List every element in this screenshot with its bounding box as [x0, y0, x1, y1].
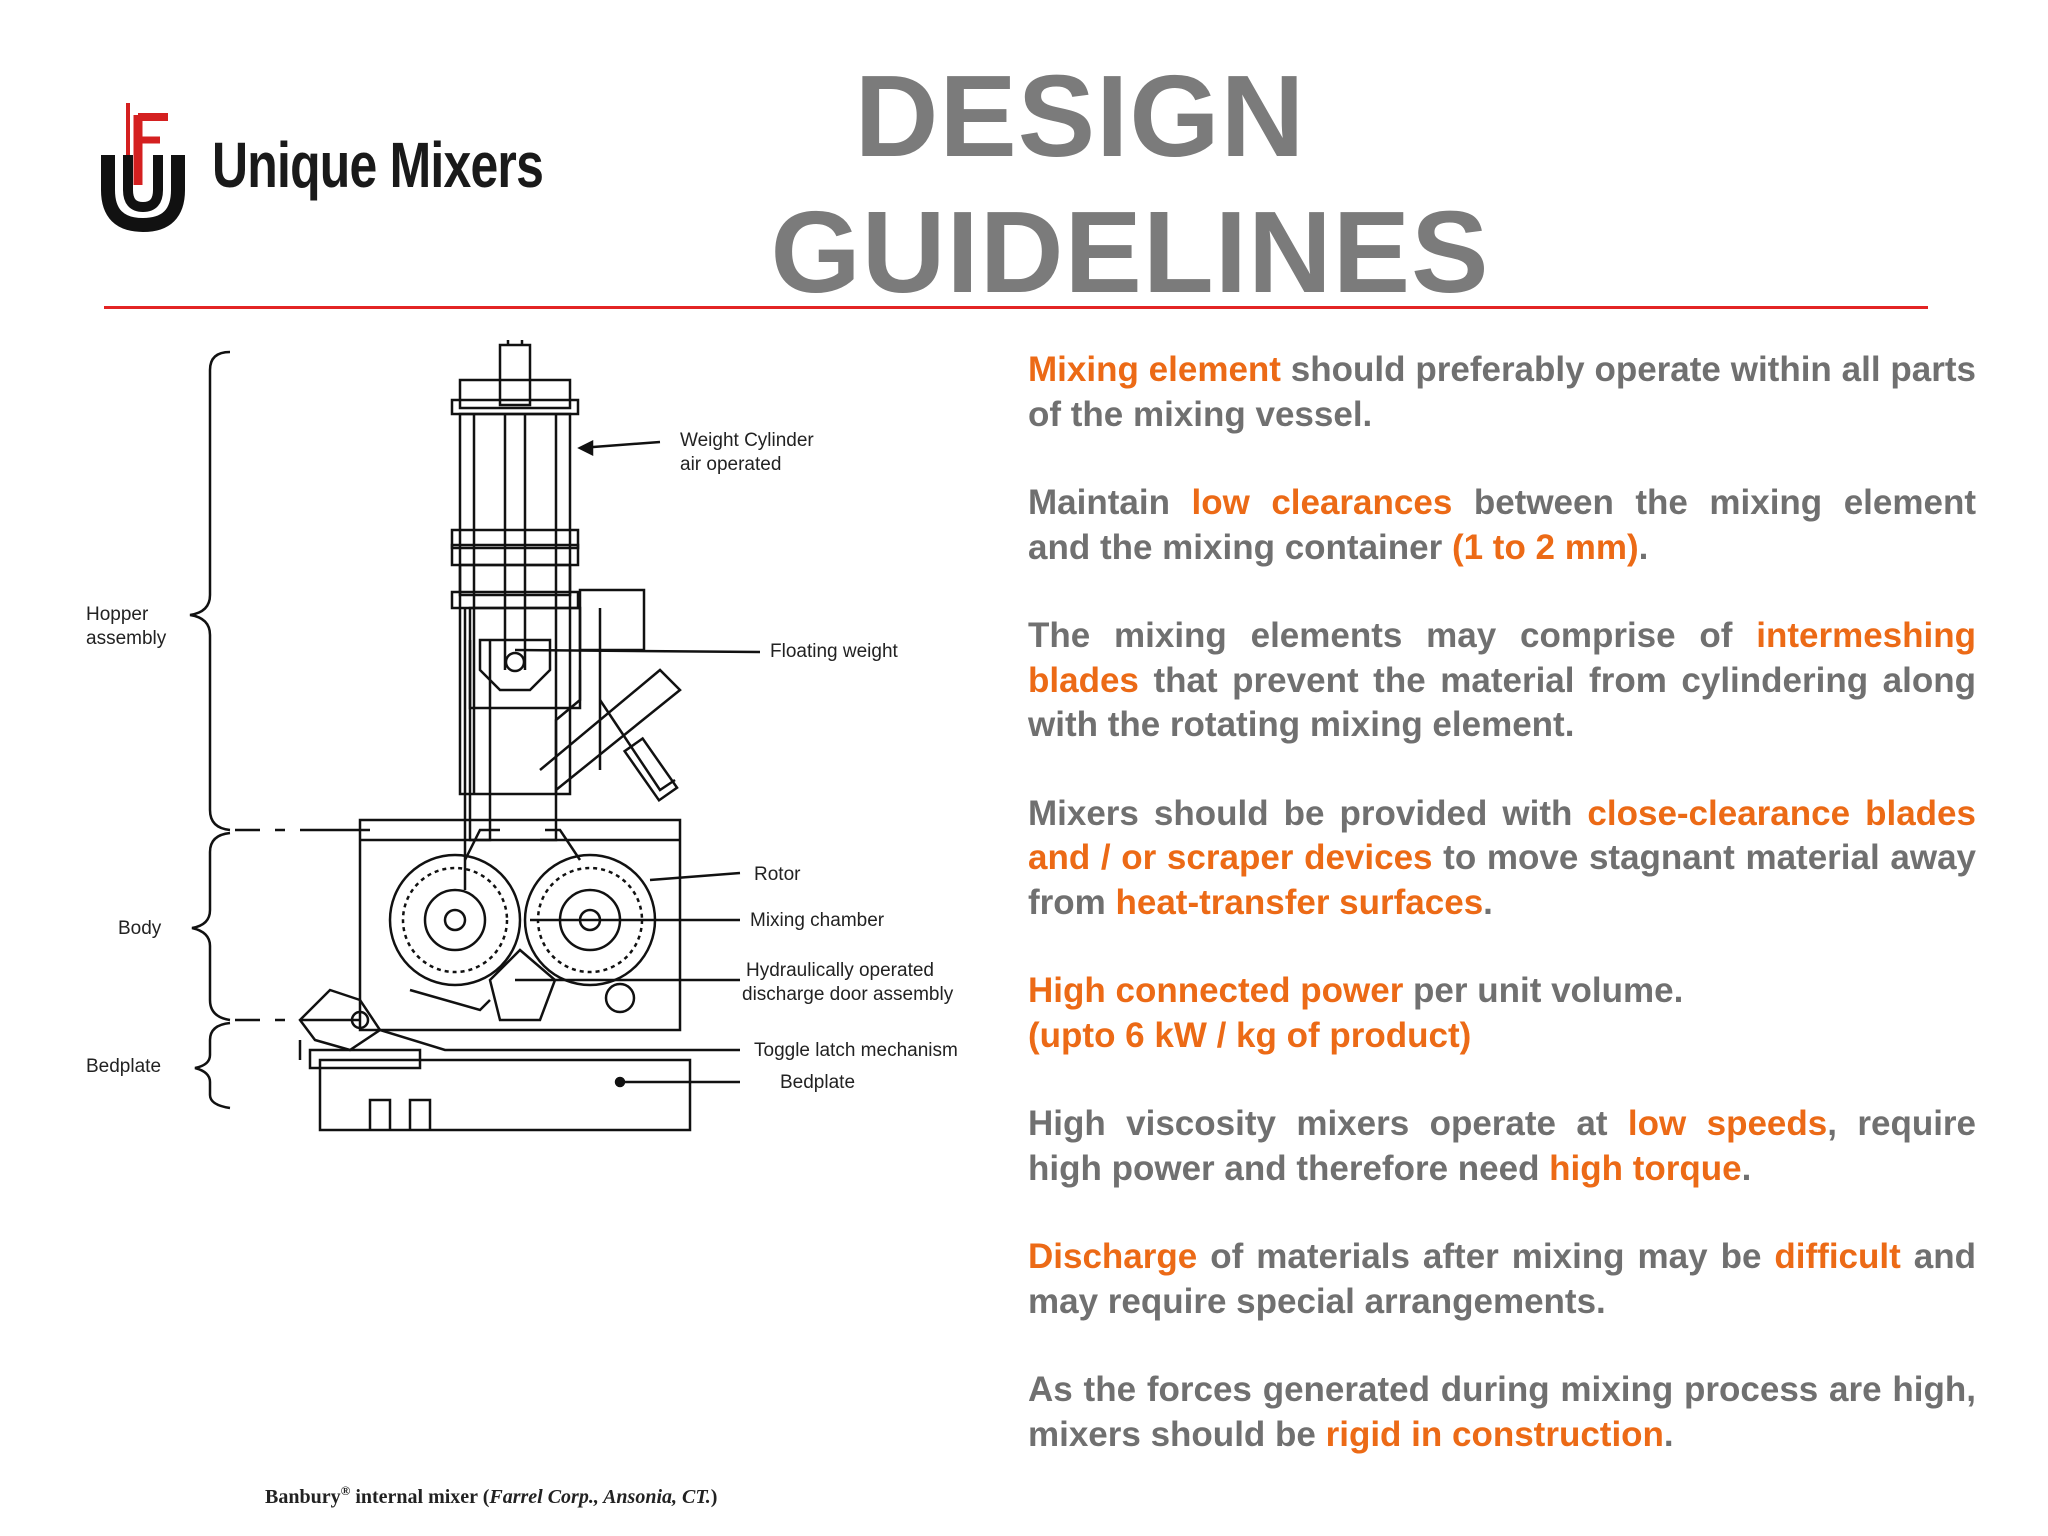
title-line-1: DESIGN: [854, 51, 1306, 181]
label-bedplate-right: Bedplate: [780, 1072, 855, 1093]
body-text: and may require special arrangements.: [1028, 1237, 1976, 1321]
guideline-8: As the forces generated during mixing pr…: [1028, 1368, 1976, 1457]
logo-text: Unique Mixers: [212, 129, 544, 201]
title-line-2: GUIDELINES: [770, 187, 1490, 317]
guideline-3: The mixing elements may comprise of inte…: [1028, 614, 1976, 748]
highlight-text: close-clearance blades and / or scraper …: [1028, 793, 1976, 878]
label-mixing-chamber: Mixing chamber: [750, 910, 885, 931]
body-text: As the forces generated during mixing pr…: [1028, 1370, 1976, 1454]
label-hopper-1: Hopper: [86, 604, 149, 625]
label-weight-cylinder-2: air operated: [680, 454, 781, 475]
label-hydraulic-2: discharge door assembly: [742, 984, 954, 1005]
body-brace: [191, 831, 231, 1022]
guideline-1: Mixing element should preferably operate…: [1028, 348, 1976, 437]
highlight-text: high torque: [1549, 1148, 1742, 1188]
unique-mixers-logo-icon: [101, 103, 185, 233]
guideline-2: Maintain low clearances between the mixi…: [1028, 481, 1976, 570]
body-text: to move stagnant material away from: [1028, 838, 1976, 922]
highlight-text: low speeds: [1627, 1104, 1828, 1143]
highlight-text: rigid in construction: [1325, 1414, 1664, 1454]
label-toggle-latch: Toggle latch mechanism: [754, 1040, 958, 1061]
body-text: of materials after mixing may be: [1197, 1237, 1775, 1276]
body-text: High viscosity mixers operate at: [1028, 1104, 1628, 1143]
diagram-caption: Banbury® internal mixer (Farrel Corp., A…: [265, 1483, 717, 1508]
body-text: .: [1638, 527, 1649, 567]
label-hopper-2: assembly: [86, 628, 167, 649]
highlight-text: low clearances: [1191, 483, 1453, 522]
label-floating-weight: Floating weight: [770, 641, 899, 662]
highlight-text: High connected power: [1028, 971, 1404, 1010]
body-text: that prevent the material from cylinderi…: [1028, 660, 1976, 745]
bedplate-brace: [194, 1021, 231, 1110]
label-weight-cylinder-1: Weight Cylinder: [680, 430, 814, 451]
body-text: between the mixing element and the mixin…: [1028, 483, 1976, 567]
guideline-4: Mixers should be provided with close-cle…: [1028, 792, 1976, 926]
banbury-mixer-diagram: Weight Cylinder air operated Hopper asse…: [86, 340, 958, 1508]
page-title: DESIGN GUIDELINES: [700, 48, 1600, 320]
highlight-text: intermeshing blades: [1028, 616, 1976, 700]
body-text: The mixing elements may comprise of: [1028, 616, 1757, 655]
highlight-text: (1 to 2 mm): [1451, 527, 1639, 567]
body-text: .: [1741, 1148, 1752, 1188]
guideline-6: High viscosity mixers operate at low spe…: [1028, 1102, 1976, 1191]
guideline-5: High connected power per unit volume. (u…: [1028, 969, 1976, 1058]
highlight-text: difficult: [1774, 1237, 1901, 1276]
body-text: should preferably operate within all par…: [1028, 350, 1976, 434]
body-text: Maintain: [1028, 483, 1192, 522]
label-hydraulic-1: Hydraulically operated: [746, 960, 934, 981]
highlight-text: Mixing element: [1028, 350, 1281, 389]
body-text: per unit volume.: [1403, 971, 1684, 1010]
highlight-text: Discharge: [1028, 1237, 1198, 1276]
title-divider: [104, 306, 1928, 309]
body-text: Mixers should be provided with: [1028, 793, 1588, 833]
body-text: .: [1483, 882, 1493, 922]
highlight-text: heat-transfer surfaces: [1115, 882, 1484, 922]
label-rotor: Rotor: [754, 864, 801, 885]
hopper-brace: [189, 350, 231, 832]
company-logo: Unique Mixers: [88, 80, 608, 250]
guidelines-list: Mixing element should preferably operate…: [1028, 348, 1976, 1501]
body-text: , require high power and therefore need: [1028, 1104, 1977, 1188]
label-bedplate-left: Bedplate: [86, 1056, 161, 1077]
highlight-text: (upto 6 kW / kg of product): [1028, 1015, 1472, 1055]
body-text: .: [1663, 1414, 1674, 1454]
guideline-7: Discharge of materials after mixing may …: [1028, 1235, 1976, 1324]
label-body: Body: [118, 918, 162, 939]
